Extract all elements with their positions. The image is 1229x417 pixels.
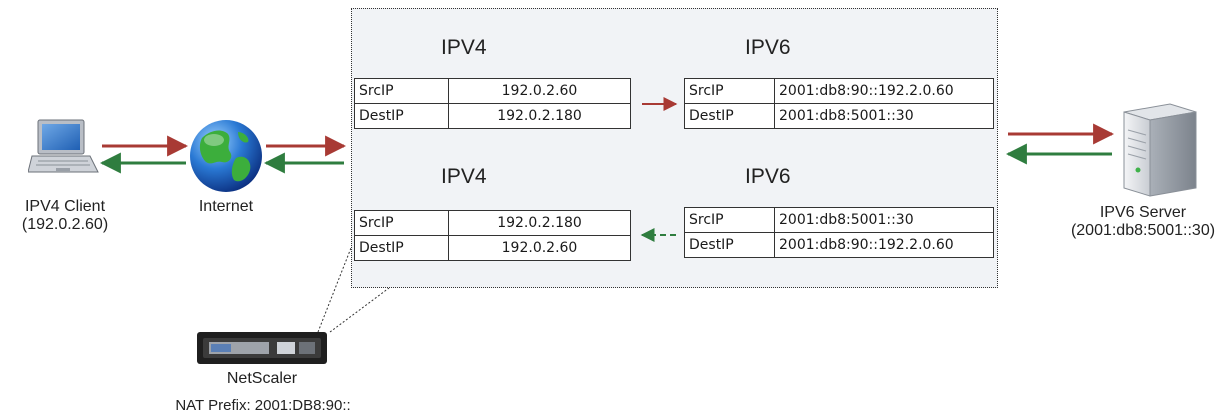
ip-value: 2001:db8:90::192.2.0.60: [774, 232, 994, 258]
table-row: DestIP 192.0.2.180: [354, 103, 631, 129]
table-row: DestIP 192.0.2.60: [354, 235, 631, 261]
response-ipv4-heading: IPV4: [441, 165, 487, 188]
field-label: SrcIP: [684, 78, 775, 104]
nat-prefix-label: NAT Prefix: 2001:DB8:90::: [175, 397, 351, 414]
ip-value: 192.0.2.180: [448, 210, 631, 236]
field-label: DestIP: [684, 232, 775, 258]
ip-value: 192.0.2.60: [448, 235, 631, 261]
internet-label: Internet: [198, 198, 254, 215]
ip-value: 2001:db8:90::192.2.0.60: [774, 78, 994, 104]
ip-value: 192.0.2.60: [448, 78, 631, 104]
ip-value: 192.0.2.180: [448, 103, 631, 129]
netscaler-appliance-icon: [197, 332, 327, 364]
field-label: DestIP: [354, 235, 449, 261]
response-ipv4-table: SrcIP 192.0.2.180 DestIP 192.0.2.60: [354, 210, 631, 261]
laptop-icon: [28, 119, 99, 173]
field-label: DestIP: [684, 103, 775, 129]
response-ipv6-table: SrcIP 2001:db8:5001::30 DestIP 2001:db8:…: [684, 207, 994, 258]
client-address: (192.0.2.60): [21, 216, 109, 233]
request-ipv4-table: SrcIP 192.0.2.60 DestIP 192.0.2.180: [354, 78, 631, 129]
request-ipv6-table: SrcIP 2001:db8:90::192.2.0.60 DestIP 200…: [684, 78, 994, 129]
netscaler-label: NetScaler: [226, 370, 298, 387]
ipv6-server-label: IPV6 Server (2001:db8:5001::30): [1058, 204, 1228, 240]
server-name: IPV6 Server: [1099, 204, 1187, 221]
table-row: SrcIP 192.0.2.180: [354, 210, 631, 236]
globe-icon: [190, 120, 262, 192]
request-ipv4-heading: IPV4: [441, 36, 487, 59]
table-row: SrcIP 2001:db8:5001::30: [684, 207, 994, 233]
field-label: SrcIP: [684, 207, 775, 233]
netscaler-callout-line: [317, 247, 352, 333]
table-row: SrcIP 192.0.2.60: [354, 78, 631, 104]
netscaler-callout-line: [329, 287, 390, 333]
request-ipv6-heading: IPV6: [745, 36, 791, 59]
ipv4-client-label: IPV4 Client (192.0.2.60): [0, 198, 130, 234]
field-label: SrcIP: [354, 78, 449, 104]
ip-value: 2001:db8:5001::30: [774, 103, 994, 129]
client-name: IPV4 Client: [24, 198, 106, 215]
field-label: SrcIP: [354, 210, 449, 236]
table-row: SrcIP 2001:db8:90::192.2.0.60: [684, 78, 994, 104]
table-row: DestIP 2001:db8:90::192.2.0.60: [684, 232, 994, 258]
response-ipv6-heading: IPV6: [745, 165, 791, 188]
field-label: DestIP: [354, 103, 449, 129]
server-address: (2001:db8:5001::30): [1070, 222, 1216, 239]
table-row: DestIP 2001:db8:5001::30: [684, 103, 994, 129]
server-icon: [1123, 103, 1197, 197]
ip-value: 2001:db8:5001::30: [774, 207, 994, 233]
